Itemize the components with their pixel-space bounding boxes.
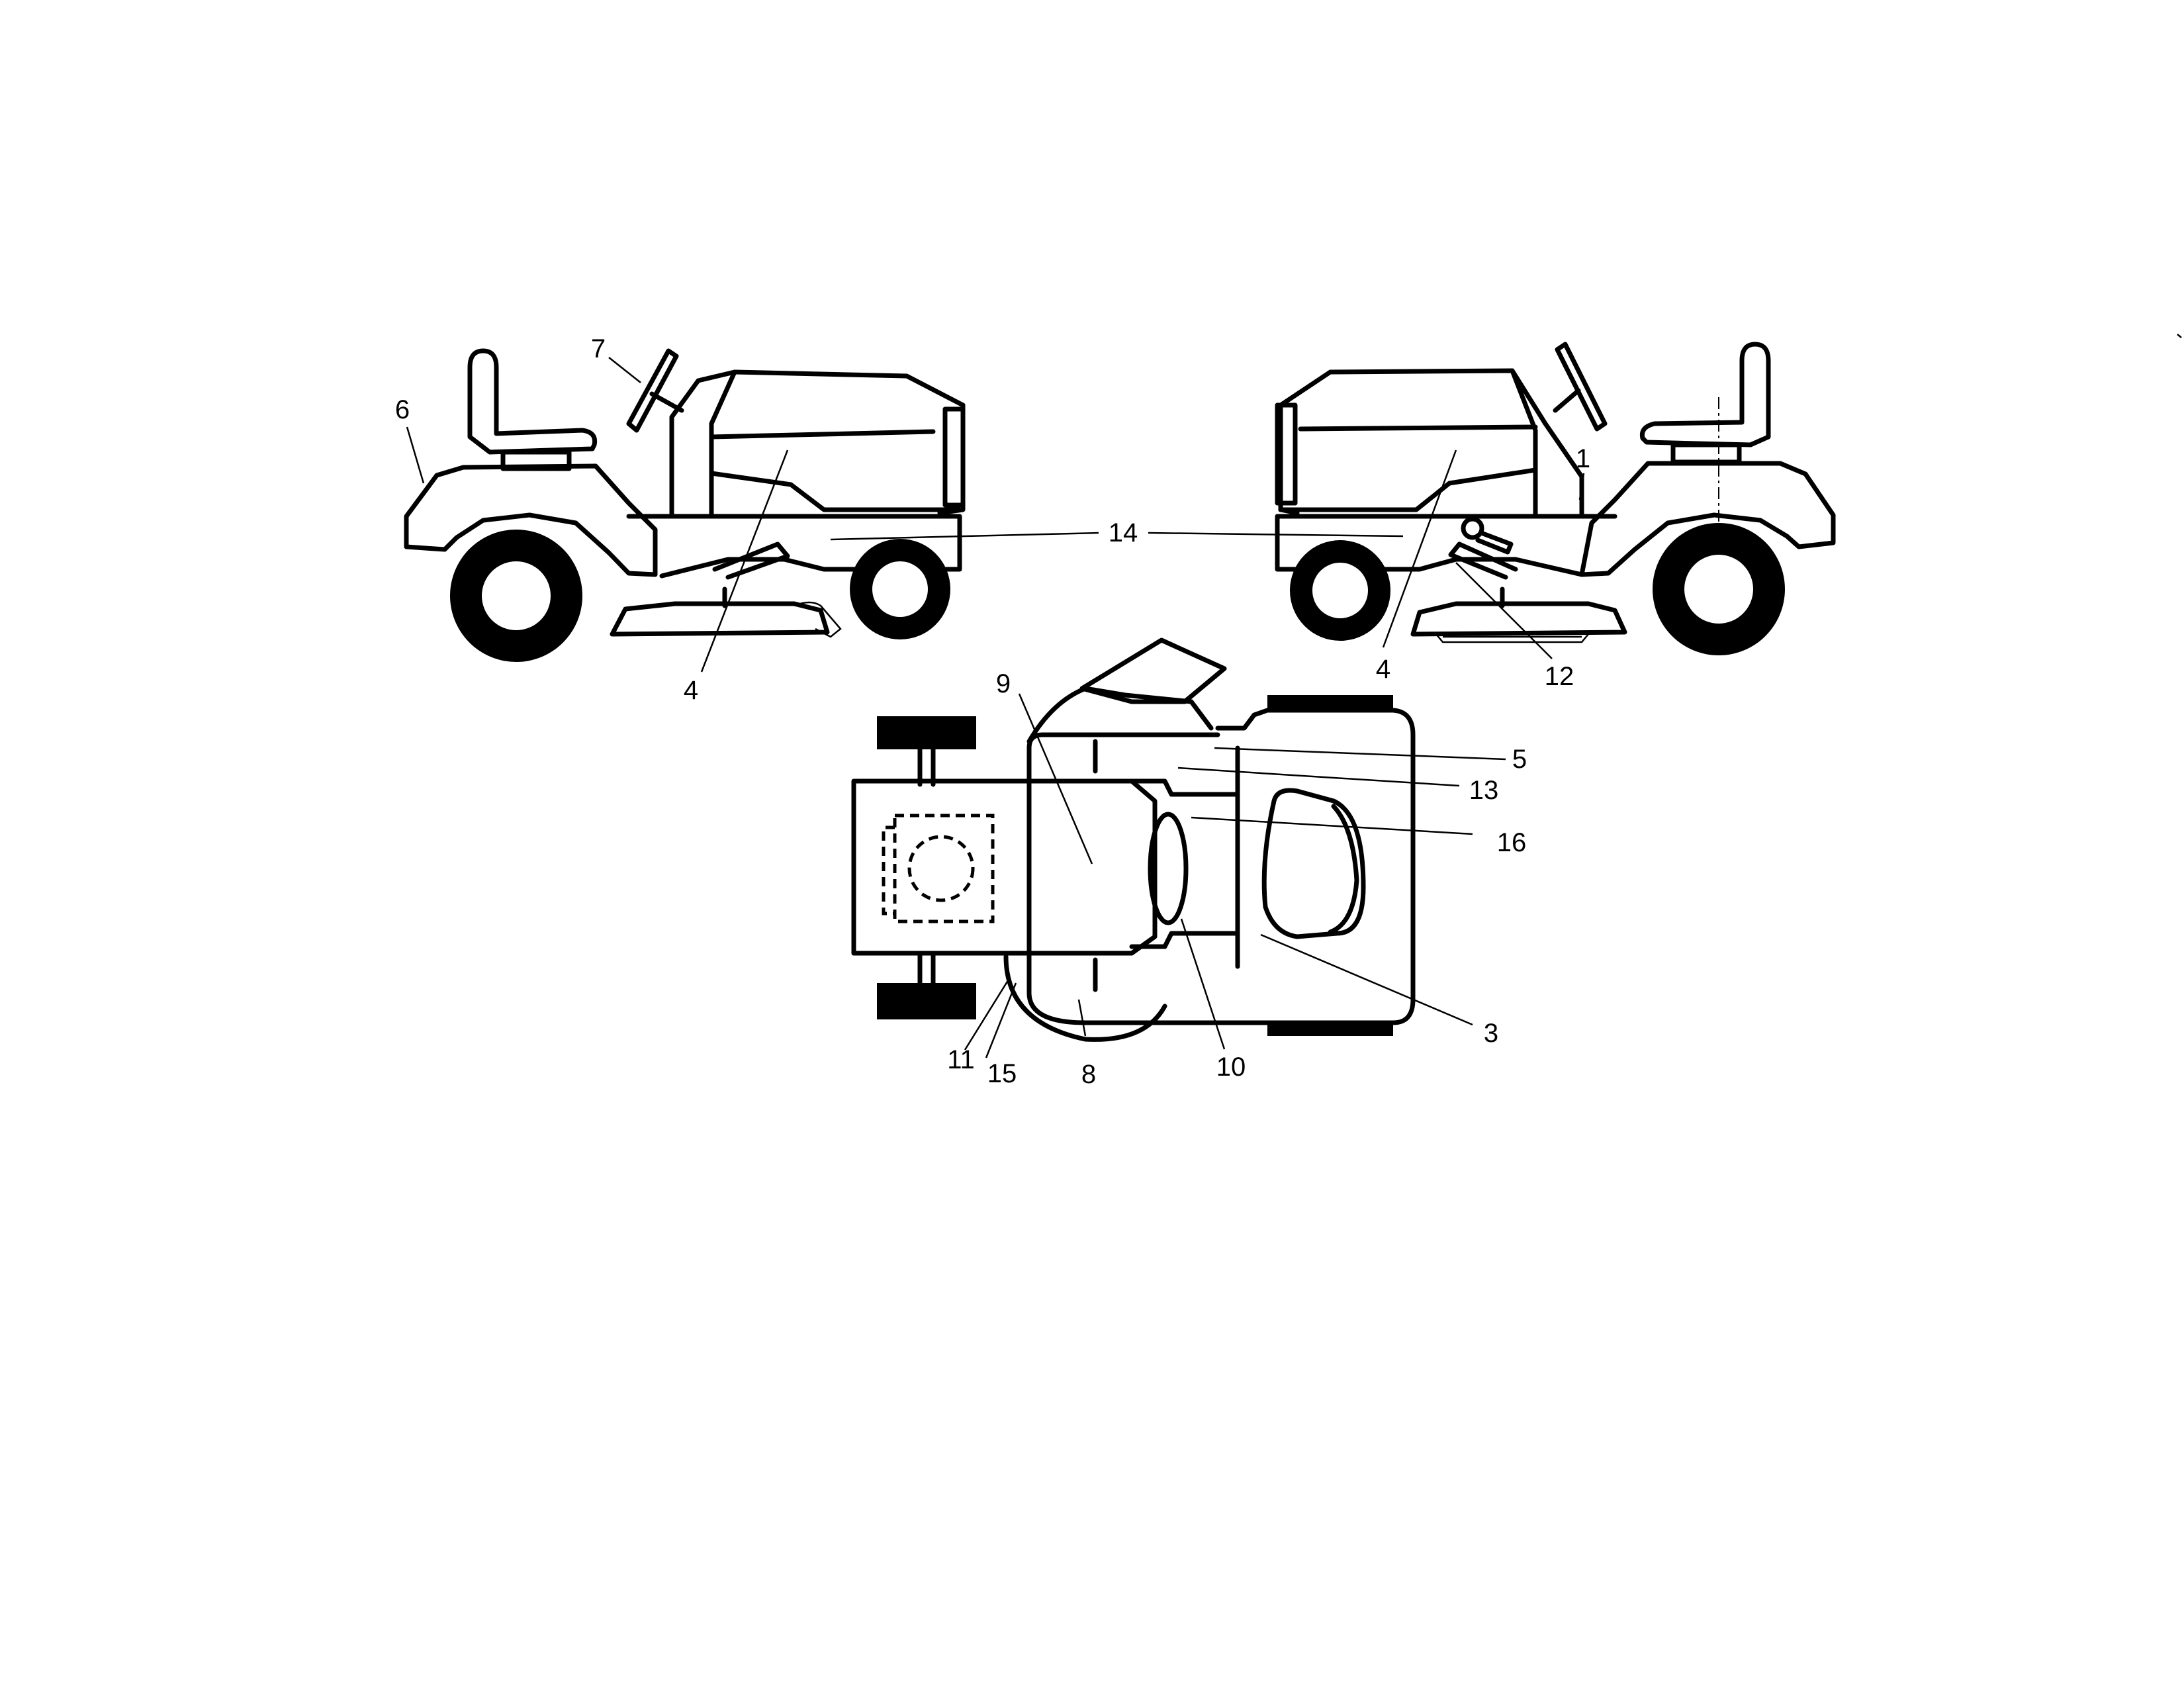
hood-line xyxy=(709,429,936,440)
tractor-left-side-view xyxy=(404,348,966,662)
dash-column xyxy=(669,369,737,519)
rear-fender-r xyxy=(1579,461,1836,577)
frame-rail-r xyxy=(1275,514,1617,577)
front-axle-bottom xyxy=(917,951,936,986)
callout-16: 16 xyxy=(1497,828,1527,857)
callout-1: 1 xyxy=(1576,444,1590,473)
callout-11: 11 xyxy=(947,1045,975,1074)
leader-14a xyxy=(830,532,1099,541)
seat-back-top xyxy=(1328,804,1359,935)
pedal-r xyxy=(1448,541,1518,580)
callout-3: 3 xyxy=(1484,1019,1498,1048)
callout-4-left: 4 xyxy=(684,676,698,705)
leader-1 xyxy=(1578,473,1585,500)
callout-4-right: 4 xyxy=(1376,655,1390,684)
tractor-right-side-view xyxy=(1275,342,1836,655)
leader-11 xyxy=(964,978,1011,1051)
engine-outline-2 xyxy=(882,825,895,915)
front-hub-r xyxy=(1312,563,1368,618)
callout-5: 5 xyxy=(1512,745,1527,774)
callout-14: 14 xyxy=(1109,518,1138,547)
front-tire-top-2 xyxy=(877,983,976,1019)
front-axle-top xyxy=(917,747,936,787)
leader-4a xyxy=(700,449,789,673)
rear-body xyxy=(1026,708,1416,1025)
seat-r xyxy=(1639,342,1771,447)
engine-outline xyxy=(893,814,995,923)
leader-3 xyxy=(1260,933,1473,1026)
leader-12 xyxy=(1455,562,1553,659)
key-switch xyxy=(1461,516,1484,540)
tractor-top-view xyxy=(851,637,1416,1042)
callout-15: 15 xyxy=(987,1059,1017,1088)
hood-top xyxy=(851,778,1158,956)
steering-wheel-top xyxy=(1148,812,1189,925)
leader-9 xyxy=(1018,693,1093,865)
seat-top xyxy=(1261,788,1366,939)
grille-r xyxy=(1275,402,1298,506)
discharge-chute xyxy=(1079,637,1227,704)
leader-4b xyxy=(1382,449,1457,648)
corner-mark xyxy=(2177,334,2182,338)
leader-14b xyxy=(1148,532,1404,538)
callout-7: 7 xyxy=(591,334,606,363)
rear-fender xyxy=(404,463,658,577)
deck-top xyxy=(1026,686,1214,744)
hood-r xyxy=(1278,368,1538,519)
callout-10: 10 xyxy=(1216,1053,1246,1082)
mower-deck-r xyxy=(1410,601,1627,637)
leader-15 xyxy=(985,982,1017,1058)
callout-8: 8 xyxy=(1081,1060,1096,1089)
leader-7 xyxy=(608,357,641,383)
callout-13: 13 xyxy=(1469,776,1499,805)
seat xyxy=(467,348,598,455)
leader-5 xyxy=(1214,747,1506,761)
rear-hub-r xyxy=(1684,555,1753,624)
callout-12: 12 xyxy=(1545,662,1574,691)
dash-column-r xyxy=(1510,368,1584,519)
steering-wheel xyxy=(626,348,679,433)
rear-tire-top-1 xyxy=(1267,695,1393,708)
front-tire-top-1 xyxy=(877,716,976,749)
leader-8 xyxy=(1077,999,1087,1037)
dash-top xyxy=(1129,778,1240,949)
deck-chute xyxy=(794,601,842,638)
side-panel-r xyxy=(1278,467,1538,512)
grille xyxy=(942,406,966,508)
seat-base xyxy=(500,449,572,471)
hood xyxy=(709,369,966,519)
lever xyxy=(1475,530,1514,555)
deck-skirt xyxy=(1435,633,1589,643)
leader-16 xyxy=(1191,816,1473,835)
rear-tire-top-2 xyxy=(1267,1023,1393,1036)
leader-6 xyxy=(406,426,425,484)
steering-shaft-r xyxy=(1553,388,1581,413)
seat-base-r xyxy=(1670,442,1742,465)
callout-6: 6 xyxy=(395,395,410,424)
leader-13 xyxy=(1177,767,1460,787)
frame-rail xyxy=(626,514,962,579)
leader-10 xyxy=(1180,918,1226,1050)
front-hub xyxy=(872,561,928,617)
mower-deck xyxy=(610,601,830,637)
hood-line-r xyxy=(1298,424,1538,432)
leader-lines xyxy=(406,334,2182,1058)
rear-hub xyxy=(482,561,551,630)
callout-9: 9 xyxy=(996,669,1011,698)
callout-labels: 1 3 4 4 5 6 7 8 9 10 11 12 13 14 15 16 xyxy=(395,334,1590,1089)
steering-shaft xyxy=(649,391,684,413)
engine-flywheel xyxy=(907,835,975,902)
side-panel xyxy=(709,471,962,512)
steering-wheel-r xyxy=(1555,342,1608,432)
